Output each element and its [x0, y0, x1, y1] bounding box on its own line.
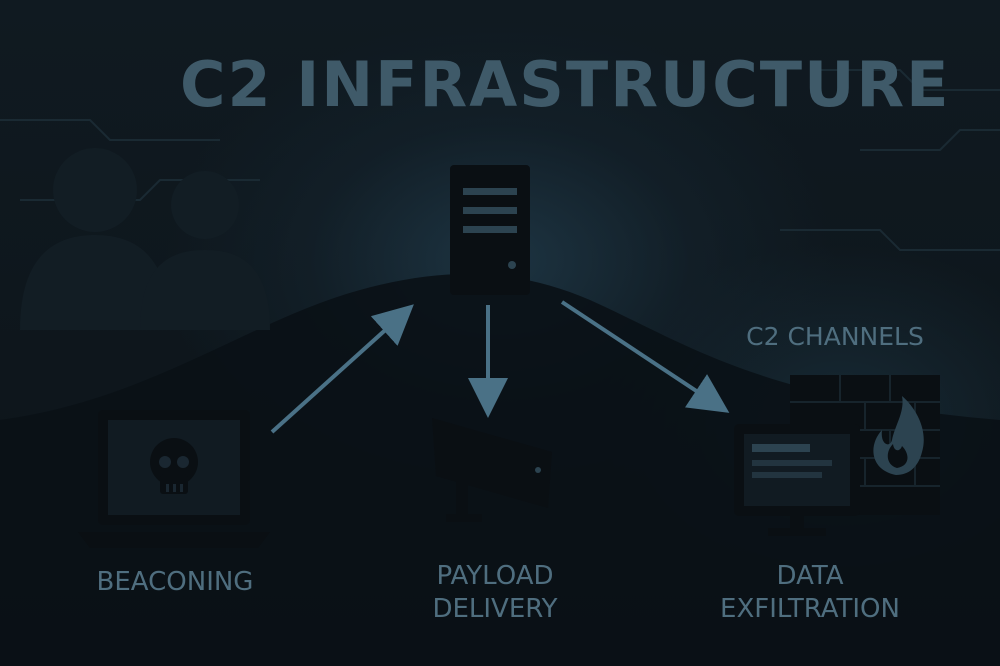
laptop-skull-icon [78, 410, 270, 548]
surveillance-camera-icon [432, 418, 552, 522]
label-beaconing-text: BEACONING [96, 567, 254, 597]
flame-icon [873, 396, 924, 475]
arrow-beacon-to-server [270, 304, 414, 434]
diagram-title: C2 INFRASTRUCTURE [180, 48, 951, 121]
label-payload-line2: DELIVERY [432, 594, 558, 624]
label-data-exfiltration: DATA EXFILTRATION [700, 560, 920, 626]
label-payload-delivery: PAYLOAD DELIVERY [395, 560, 595, 626]
label-exfil-line2: EXFILTRATION [720, 594, 900, 624]
hacker-silhouette-icon [20, 148, 270, 330]
label-payload-line1: PAYLOAD [436, 561, 554, 591]
server-icon [450, 165, 530, 295]
label-exfil-line1: DATA [776, 561, 844, 591]
label-beaconing: BEACONING [70, 566, 280, 599]
label-c2-channels: C2 CHANNELS [740, 320, 930, 353]
label-c2-channels-text: C2 CHANNELS [746, 322, 924, 351]
monitor-icon [734, 424, 860, 536]
arrow-server-to-exfil [560, 300, 730, 413]
